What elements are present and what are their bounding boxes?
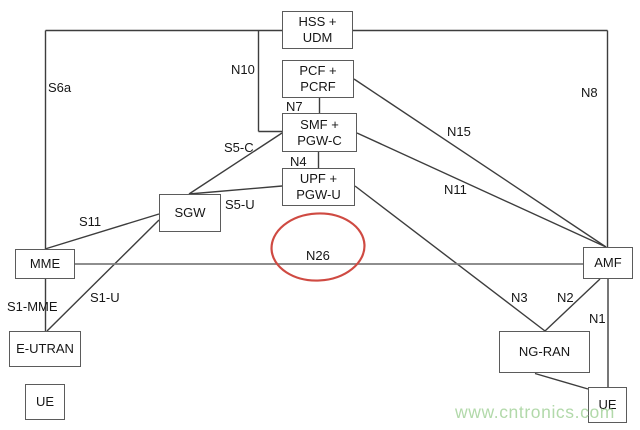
line-n3 bbox=[354, 185, 546, 332]
label-n8: N8 bbox=[581, 85, 598, 100]
label-n10: N10 bbox=[231, 62, 255, 77]
line-n15 bbox=[353, 78, 607, 248]
node-eutran: E-UTRAN bbox=[9, 331, 81, 367]
label-n26: N26 bbox=[306, 248, 330, 263]
line-s11 bbox=[44, 213, 160, 250]
line-n11 bbox=[356, 132, 607, 248]
label-n7: N7 bbox=[286, 99, 303, 114]
line-ngran-ue bbox=[534, 372, 589, 390]
node-hss-udm: HSS + UDM bbox=[282, 11, 353, 49]
label-s11: S11 bbox=[79, 214, 102, 229]
node-ue-lte: UE bbox=[25, 384, 65, 420]
watermark: www.cntronics.com bbox=[455, 402, 615, 422]
line-s5u bbox=[188, 185, 283, 195]
line-n2 bbox=[544, 278, 601, 332]
node-ue-5g: UE bbox=[588, 387, 627, 423]
label-n11: N11 bbox=[444, 182, 467, 197]
label-s1mme: S1-MME bbox=[7, 299, 58, 314]
node-pcf-pcrf: PCF + PCRF bbox=[282, 60, 354, 98]
label-n15: N15 bbox=[447, 124, 471, 139]
n26-highlight-ellipse bbox=[270, 212, 366, 282]
label-n1: N1 bbox=[589, 311, 606, 326]
node-ngran: NG-RAN bbox=[499, 331, 590, 373]
label-n4: N4 bbox=[290, 154, 307, 169]
label-s5c: S5-C bbox=[224, 140, 254, 155]
node-sgw: SGW bbox=[159, 194, 221, 232]
label-s5u: S5-U bbox=[225, 197, 255, 212]
line-s5c bbox=[188, 132, 283, 195]
node-mme: MME bbox=[15, 249, 75, 279]
label-s1u: S1-U bbox=[90, 290, 120, 305]
label-n2: N2 bbox=[557, 290, 574, 305]
node-smf-pgwc: SMF + PGW-C bbox=[282, 113, 357, 152]
label-s6a: S6a bbox=[48, 80, 72, 95]
line-s1u bbox=[46, 219, 160, 332]
node-amf: AMF bbox=[583, 247, 633, 279]
node-upf-pgwu: UPF + PGW-U bbox=[282, 168, 355, 206]
label-n3: N3 bbox=[511, 290, 528, 305]
